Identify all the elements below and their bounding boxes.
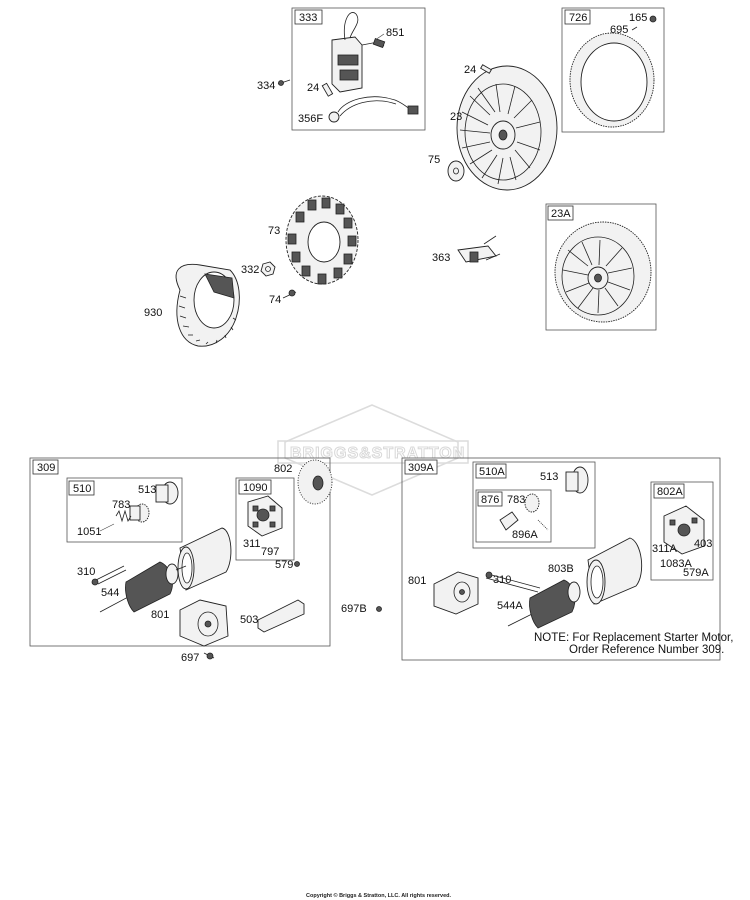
box-510A-label: 510A: [479, 466, 505, 478]
screw-334[interactable]: 334: [257, 79, 291, 92]
stator-73[interactable]: 73: [268, 195, 359, 285]
box-802A-frame: [650, 481, 714, 581]
starter-309A-group[interactable]: 309A 510A 513 876 783 896A 802A 311A 403…: [401, 457, 733, 661]
label-695: 695: [610, 24, 628, 36]
label-544A: 544A: [497, 600, 523, 612]
screw-697[interactable]: 697: [181, 652, 215, 664]
ring-gear-group[interactable]: 726 165 695: [561, 7, 665, 133]
box-333-tag: [294, 9, 323, 25]
label-24-coil: 24: [307, 82, 319, 94]
label-403: 403: [694, 538, 712, 550]
label-356F: 356F: [298, 113, 323, 125]
label-783-A: 783: [507, 494, 525, 506]
label-1083A: 1083A: [660, 558, 692, 570]
label-73: 73: [268, 225, 280, 237]
label-24-flywheel: 24: [464, 64, 476, 76]
armature-544A-part: [529, 579, 576, 629]
note-line-1: NOTE: For Replacement Starter Motor,: [534, 632, 733, 644]
pin-24-part: [321, 82, 334, 97]
label-513-A: 513: [540, 471, 558, 483]
label-334: 334: [257, 80, 275, 92]
armature-544-part: [125, 561, 173, 613]
label-363: 363: [432, 252, 450, 264]
label-697B: 697B: [341, 603, 367, 615]
end-plate-801A-part: [433, 571, 479, 615]
watermark-text: BRIGGS&STRATTON: [290, 445, 465, 462]
label-851: 851: [386, 27, 404, 39]
box-309-frame: [29, 457, 331, 647]
flywheel-23-group[interactable]: 23: [450, 65, 558, 191]
box-510A-frame: [472, 461, 596, 549]
label-1051: 1051: [77, 526, 101, 538]
label-802: 802: [274, 463, 292, 475]
end-plate-801-part: [179, 599, 229, 647]
label-310-A: 310: [493, 574, 511, 586]
magnet-ring-930[interactable]: 930: [144, 263, 240, 347]
label-930: 930: [144, 307, 162, 319]
box-510-frame: [66, 477, 183, 543]
label-503: 503: [240, 614, 258, 626]
label-74: 74: [269, 294, 281, 306]
box-23A-label: 23A: [551, 208, 571, 220]
label-513: 513: [138, 484, 156, 496]
rectifier-363[interactable]: 363: [432, 235, 501, 264]
label-579: 579: [275, 559, 293, 571]
label-803B: 803B: [548, 563, 574, 575]
label-311: 311: [243, 538, 261, 550]
box-802A-label: 802A: [657, 486, 683, 498]
label-311A: 311A: [652, 543, 678, 555]
screw-697B[interactable]: 697B: [341, 603, 382, 615]
label-310: 310: [77, 566, 95, 578]
box-726-label: 726: [569, 12, 587, 24]
box-1090-frame: [235, 477, 295, 561]
label-801-A: 801: [408, 575, 426, 587]
washer-75[interactable]: 75: [428, 154, 465, 182]
label-697: 697: [181, 652, 199, 664]
label-783: 783: [112, 499, 130, 511]
label-544: 544: [101, 587, 119, 599]
box-333-label: 333: [299, 12, 317, 24]
box-510-label: 510: [73, 483, 91, 495]
nut-332[interactable]: 332: [241, 261, 276, 277]
copyright-text: Copyright © Briggs & Stratton, LLC. All …: [306, 892, 452, 899]
bracket-503-part: [257, 599, 305, 633]
box-333-frame: [291, 7, 426, 131]
flywheel-23A-group[interactable]: 23A: [545, 203, 657, 331]
starter-309-group[interactable]: 309 510 513 783 1051 1090 311 797 802 5: [29, 457, 333, 647]
label-896A: 896A: [512, 529, 538, 541]
box-309A-frame: [401, 457, 721, 661]
label-23: 23: [450, 111, 462, 123]
label-165: 165: [629, 12, 647, 24]
box-309A-label: 309A: [408, 462, 434, 474]
label-801: 801: [151, 609, 169, 621]
box-23A-frame: [545, 203, 657, 331]
box-876-label: 876: [481, 494, 499, 506]
screw-74[interactable]: 74: [269, 289, 297, 306]
note-line-2: Order Reference Number 309.: [569, 644, 724, 656]
key-24-flywheel[interactable]: 24: [464, 64, 492, 76]
label-75: 75: [428, 154, 440, 166]
ignition-coil-group[interactable]: 333 851 24 356F: [291, 7, 426, 131]
spring-1051-part: [115, 509, 132, 523]
box-876-frame: [475, 489, 552, 543]
box-726-frame: [561, 7, 665, 133]
ground-wire-part: [337, 96, 415, 113]
box-1090-label: 1090: [243, 482, 267, 494]
label-797: 797: [261, 546, 279, 558]
label-332: 332: [241, 264, 259, 276]
label-579A: 579A: [683, 567, 709, 579]
box-309-label: 309: [37, 462, 55, 474]
